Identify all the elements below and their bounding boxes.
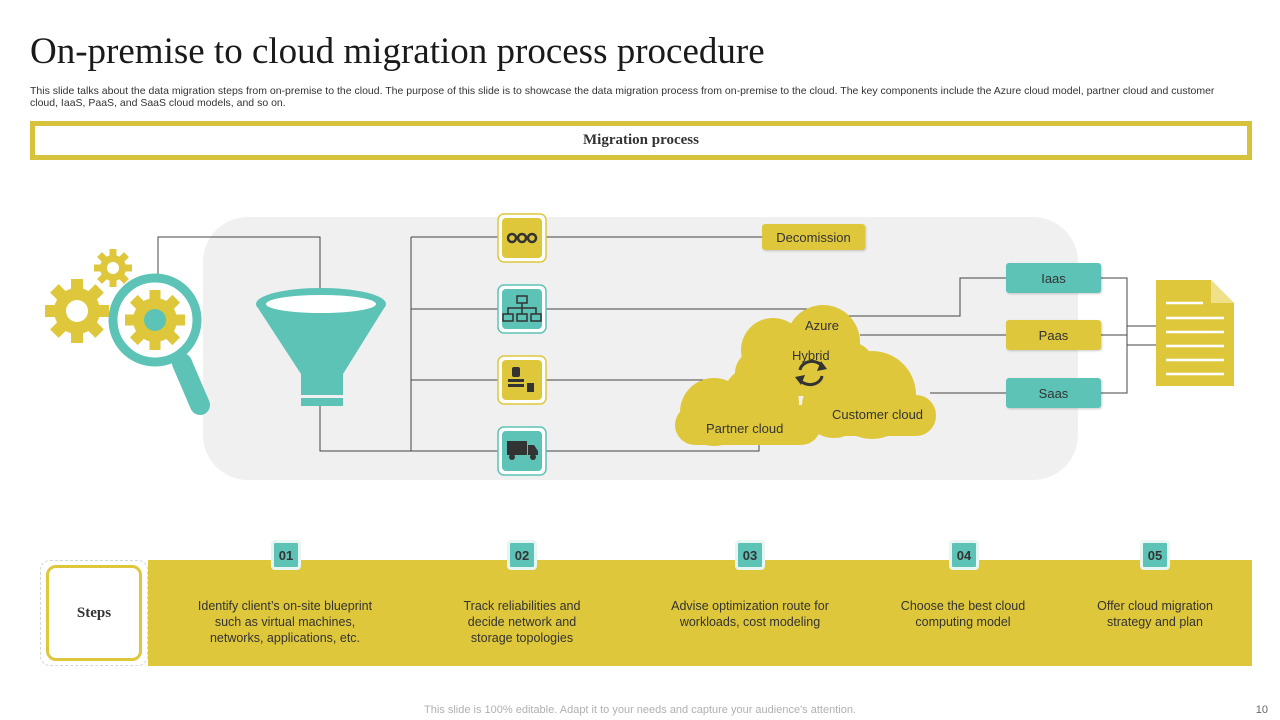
- partner-cloud: [675, 364, 821, 446]
- gears-magnifier-icon: [45, 249, 210, 415]
- azure-label: Azure: [805, 318, 839, 333]
- slide-title: On-premise to cloud migration process pr…: [30, 31, 765, 72]
- funnel-icon: [256, 288, 386, 406]
- migration-process-banner: Migration process: [30, 121, 1252, 160]
- step-number-01: 01: [271, 540, 301, 570]
- decommission-label: Decomission: [762, 224, 865, 250]
- small-gear: [94, 249, 132, 287]
- refresh-icon: [795, 359, 827, 387]
- steps-label: Steps: [76, 604, 112, 621]
- gears-icon: [497, 213, 547, 263]
- customer-cloud: [802, 351, 936, 439]
- hybrid-label: Hybrid: [792, 348, 830, 363]
- step-text-03: Advise optimization route for workloads,…: [671, 599, 829, 629]
- step-number-04: 04: [949, 540, 979, 570]
- slide-description: This slide talks about the data migratio…: [30, 85, 1215, 109]
- connector-lines: [157, 236, 1156, 452]
- partner-cloud-label: Partner cloud: [706, 421, 784, 436]
- step-text-05: Offer cloud migration strategy and plan: [1097, 599, 1213, 629]
- magnifier: [108, 273, 210, 415]
- cloud-icon: [675, 305, 936, 446]
- step-number-05: 05: [1140, 540, 1170, 570]
- iaas-label: Iaas: [1006, 263, 1101, 293]
- server-icon: [497, 355, 547, 405]
- document-icon: [1156, 280, 1234, 386]
- footer-note: This slide is 100% editable. Adapt it to…: [424, 704, 856, 716]
- banner-label: Migration process: [583, 132, 699, 148]
- saas-label: Saas: [1006, 378, 1101, 408]
- page-number: 10: [1255, 704, 1268, 716]
- truck-icon: [497, 426, 547, 476]
- steps-label-box: Steps: [46, 565, 142, 661]
- customer-cloud-label: Customer cloud: [832, 407, 924, 422]
- paas-label: Paas: [1006, 320, 1101, 350]
- step-text-01: Identify client’s on-site blueprint such…: [197, 599, 373, 645]
- step-text-04: Choose the best cloud computing model: [900, 599, 1026, 629]
- step-text-02: Track reliabilities and decide network a…: [463, 599, 581, 645]
- step-number-03: 03: [735, 540, 765, 570]
- step-number-02: 02: [507, 540, 537, 570]
- steps-band: [148, 560, 1252, 666]
- network-icon: [497, 284, 547, 334]
- large-gear: [45, 279, 109, 343]
